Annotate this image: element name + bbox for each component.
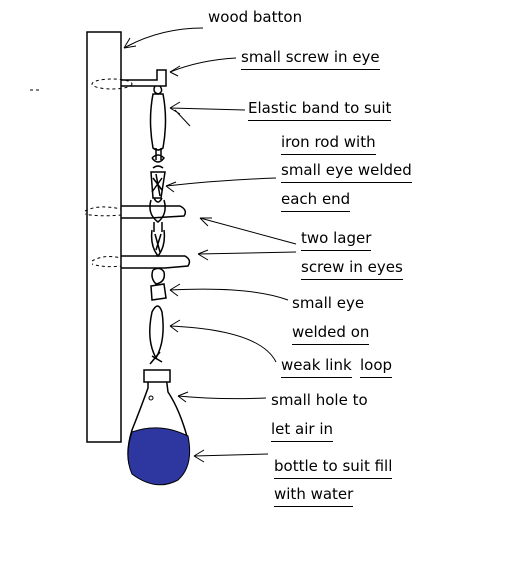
small-screw-eye-top — [121, 69, 167, 95]
screw-dashes — [30, 78, 133, 268]
lager-screw-eye-2 — [121, 229, 191, 269]
arrow-small-screw-eye — [169, 65, 181, 77]
label-small-hole-2: let air in — [271, 420, 334, 442]
label-small-hole-1: small hole to — [271, 391, 368, 409]
wood-batton — [86, 31, 122, 443]
pointer-small-eye — [169, 288, 289, 301]
pointer-two-lager-1 — [199, 217, 297, 245]
arrow-small-eye — [169, 283, 181, 297]
arrow-wood-batton — [123, 37, 137, 49]
pointer-small-hole — [177, 395, 267, 400]
label-small-eye-2: welded on — [292, 323, 370, 345]
arrow-two-lager-2 — [197, 249, 209, 261]
label-small-screw-eye: small screw in eye — [241, 48, 380, 70]
label-bottle-2: with water — [274, 485, 354, 507]
arrow-two-lager-1 — [199, 217, 212, 227]
small-eye — [150, 267, 167, 301]
label-iron-rod-2: small eye welded — [281, 161, 412, 183]
bottle — [127, 369, 191, 486]
label-small-eye-1: small eye — [292, 294, 365, 312]
label-bottle-1: bottle to suit fill — [274, 457, 393, 479]
label-two-lager-2: screw in eyes — [301, 258, 403, 280]
bottle-neck — [143, 369, 171, 383]
label-wood-batton: wood batton — [208, 8, 303, 26]
water — [127, 427, 191, 486]
arrow-weak-link — [169, 319, 181, 333]
arrow-bottle — [193, 449, 205, 463]
lager-screw-eye-1 — [121, 199, 187, 232]
arrow-small-hole — [177, 391, 189, 403]
pointer-bottle — [193, 453, 269, 457]
label-two-lager-1: two lager — [301, 229, 372, 251]
weak-link-loop — [149, 305, 164, 365]
label-iron-rod-1: iron rod with — [281, 133, 376, 155]
label-iron-rod-3: each end — [281, 190, 351, 212]
pointer-wood-batton — [123, 27, 204, 49]
pointer-lines — [123, 27, 297, 463]
air-hole — [148, 395, 154, 401]
elastic-band — [149, 93, 167, 163]
label-weak-link: weak link — [281, 356, 352, 378]
label-loop: loop — [360, 356, 393, 378]
iron-rod — [150, 165, 166, 203]
pointer-iron-rod — [165, 177, 277, 187]
pointer-small-screw-eye — [169, 57, 237, 73]
arrow-elastic-band — [169, 101, 191, 127]
pointer-elastic-band — [169, 107, 246, 111]
pointer-weak-link — [169, 325, 277, 363]
pointer-two-lager-2 — [197, 251, 297, 255]
arrow-iron-rod — [165, 181, 177, 193]
label-elastic-band: Elastic band to suit — [248, 99, 392, 121]
